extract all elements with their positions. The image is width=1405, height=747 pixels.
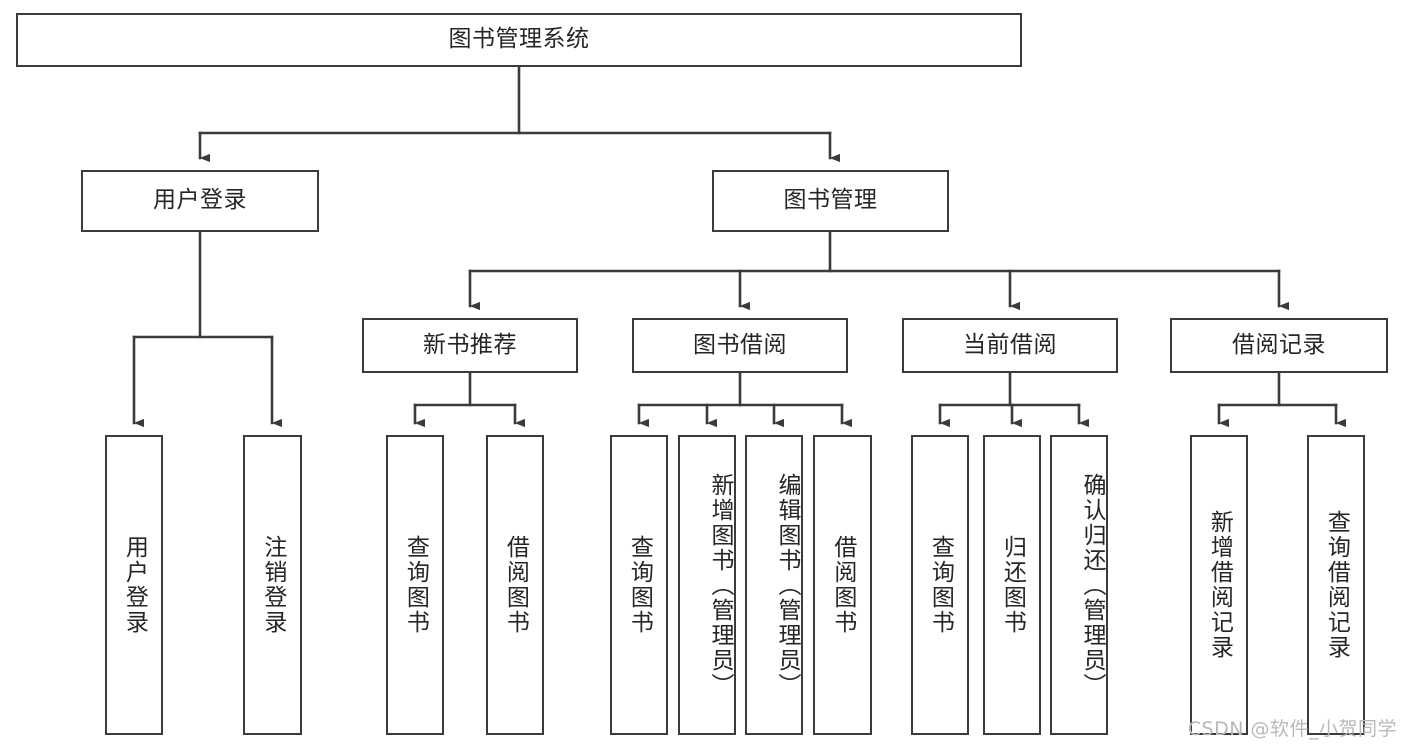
leaf-query-book-borrow[interactable]: 查询图书 [610,435,668,735]
node-book-manage[interactable]: 图书管理 [712,170,949,232]
node-user-login[interactable]: 用户登录 [81,170,319,232]
leaf-edit-book-admin[interactable]: 编辑图书（管理员） [745,435,803,735]
leaf-borrow-book[interactable]: 借阅图书 [813,435,872,735]
leaf-return-book[interactable]: 归还图书 [983,435,1041,735]
leaf-user-logout[interactable]: 注销登录 [243,435,302,735]
node-root[interactable]: 图书管理系统 [16,13,1022,67]
node-new-book-recommend[interactable]: 新书推荐 [362,318,578,373]
csdn-watermark: CSDN @软件_小贺同学 [1187,718,1397,740]
leaf-user-login[interactable]: 用户登录 [105,435,163,735]
node-borrow-record[interactable]: 借阅记录 [1170,318,1388,373]
node-book-borrow[interactable]: 图书借阅 [632,318,848,373]
leaf-query-book-recommend[interactable]: 查询图书 [386,435,444,735]
leaf-add-book-admin[interactable]: 新增图书（管理员） [678,435,736,735]
leaf-query-book-current[interactable]: 查询图书 [911,435,969,735]
node-current-borrow[interactable]: 当前借阅 [902,318,1118,373]
leaf-borrow-book-recommend[interactable]: 借阅图书 [486,435,544,735]
leaf-add-borrow-record[interactable]: 新增借阅记录 [1190,435,1248,735]
leaf-query-borrow-record[interactable]: 查询借阅记录 [1307,435,1365,735]
leaf-confirm-return-admin[interactable]: 确认归还（管理员） [1050,435,1108,735]
